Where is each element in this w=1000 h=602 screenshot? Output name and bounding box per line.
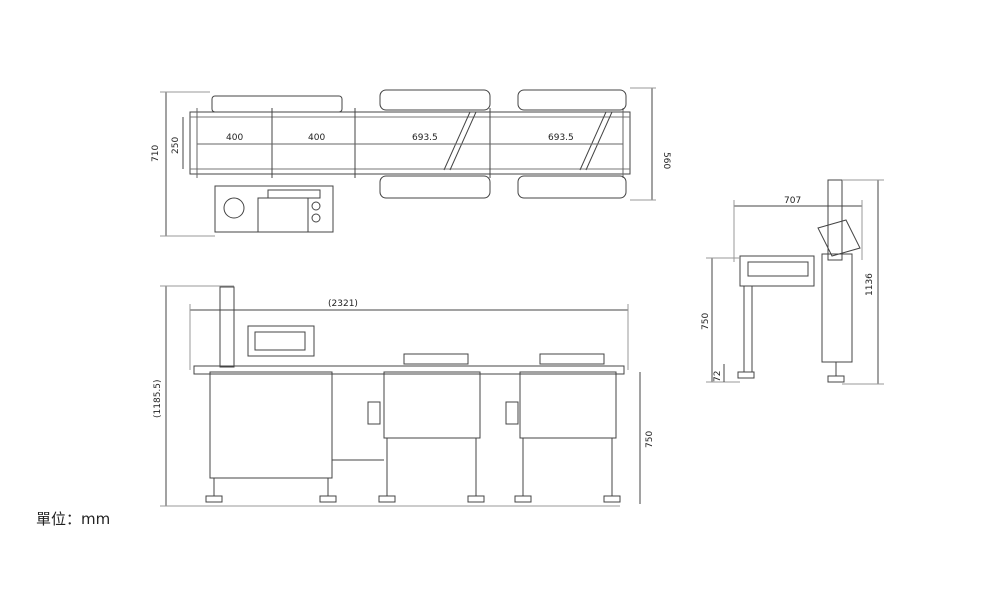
bottom-guard bbox=[517, 175, 627, 199]
dim-belt-height: 750 bbox=[645, 431, 655, 448]
top-view bbox=[160, 87, 656, 237]
unit-label: 單位：mm bbox=[36, 510, 111, 528]
side-view bbox=[706, 179, 884, 385]
dim-section-4: 693.5 bbox=[548, 133, 574, 143]
bottom-guard bbox=[379, 175, 491, 199]
foot bbox=[514, 495, 532, 503]
reject-table-1 bbox=[383, 371, 481, 439]
dim-section-2: 400 bbox=[308, 133, 325, 143]
top-guard bbox=[211, 95, 343, 113]
dim-section-1: 400 bbox=[226, 133, 243, 143]
side-conveyor bbox=[739, 255, 815, 287]
dim-foot-height: 72 bbox=[713, 371, 723, 382]
top-guard bbox=[379, 89, 491, 111]
foot bbox=[378, 495, 396, 503]
foot bbox=[205, 495, 223, 503]
reject-cover-2 bbox=[539, 353, 605, 365]
side-indicator-head bbox=[817, 219, 861, 257]
dim-side-height: 1136 bbox=[865, 273, 875, 296]
side-cabinet bbox=[821, 253, 853, 363]
foot bbox=[467, 495, 485, 503]
indicator-head bbox=[247, 325, 315, 357]
foot bbox=[603, 495, 621, 503]
column bbox=[219, 286, 235, 368]
touch-screen bbox=[257, 197, 309, 233]
front-view bbox=[160, 285, 641, 507]
side-foot bbox=[827, 375, 845, 383]
foot bbox=[319, 495, 337, 503]
dim-total-height: (1185.5) bbox=[153, 379, 163, 418]
reject-arm bbox=[579, 111, 607, 171]
reject-arm bbox=[443, 111, 471, 171]
dim-belt-width: 250 bbox=[171, 137, 181, 154]
front-conveyor bbox=[193, 365, 625, 375]
air-regulator bbox=[367, 401, 381, 425]
reject-cover-1 bbox=[403, 353, 469, 365]
side-foot bbox=[737, 371, 755, 379]
dim-total-length: (2321) bbox=[328, 299, 358, 309]
dim-section-3: 693.5 bbox=[412, 133, 438, 143]
side-column bbox=[827, 179, 843, 261]
control-knob-icon bbox=[223, 197, 245, 219]
dim-side-belt-height: 750 bbox=[701, 313, 711, 330]
main-cabinet bbox=[209, 371, 333, 479]
top-guard bbox=[517, 89, 627, 111]
air-regulator bbox=[505, 401, 519, 425]
dim-frame-depth: 560 bbox=[661, 152, 671, 169]
reject-table-2 bbox=[519, 371, 617, 439]
control-box bbox=[214, 185, 334, 233]
dim-total-depth: 710 bbox=[151, 145, 161, 162]
top-view-conveyor-outline bbox=[189, 111, 631, 175]
dim-side-depth: 707 bbox=[784, 196, 801, 206]
